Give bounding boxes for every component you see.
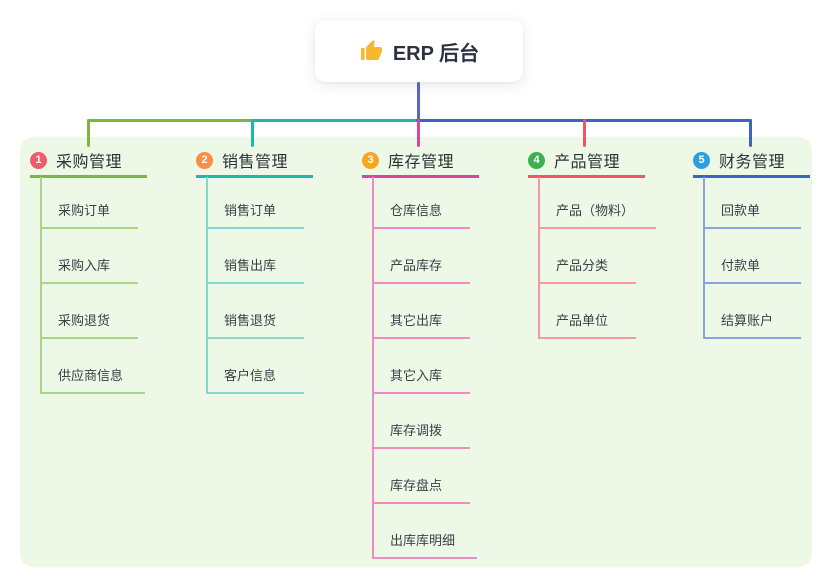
child-node[interactable]: 结算账户 bbox=[703, 311, 801, 339]
branch-underline bbox=[362, 175, 479, 178]
branch-drop-2 bbox=[251, 119, 254, 147]
children-spine bbox=[703, 177, 705, 339]
children-spine bbox=[372, 177, 374, 559]
child-node[interactable]: 销售退货 bbox=[206, 311, 304, 339]
branch-drop-5 bbox=[749, 119, 752, 147]
root-node[interactable]: ERP 后台 bbox=[315, 20, 523, 82]
branch-title: 财务管理 bbox=[719, 154, 786, 171]
child-node[interactable]: 采购退货 bbox=[40, 311, 138, 339]
branch-number-badge: 4 bbox=[528, 151, 545, 169]
branch-underline bbox=[30, 175, 147, 178]
branch-drop-4 bbox=[583, 119, 586, 147]
child-node[interactable]: 销售出库 bbox=[206, 256, 304, 284]
children-spine bbox=[40, 177, 42, 394]
bus-connector-middle bbox=[251, 119, 419, 122]
branch-underline bbox=[528, 175, 645, 178]
child-node[interactable]: 产品（物料） bbox=[538, 201, 657, 229]
root-label: ERP 后台 bbox=[392, 42, 480, 65]
child-node[interactable]: 出库库明细 bbox=[372, 531, 478, 559]
branch-title: 销售管理 bbox=[222, 154, 289, 171]
branch-node-purchase[interactable]: 1 采购管理 bbox=[30, 147, 122, 173]
child-node[interactable]: 回款单 bbox=[703, 201, 801, 229]
branch-node-product[interactable]: 4 产品管理 bbox=[528, 147, 620, 173]
child-node[interactable]: 其它入库 bbox=[372, 366, 470, 394]
branch-title: 库存管理 bbox=[388, 154, 455, 171]
branch-underline bbox=[693, 175, 810, 178]
branch-node-inventory[interactable]: 3 库存管理 bbox=[362, 147, 454, 173]
branch-number-badge: 5 bbox=[693, 151, 710, 169]
child-node[interactable]: 产品单位 bbox=[538, 311, 636, 339]
child-node[interactable]: 付款单 bbox=[703, 256, 801, 284]
child-node[interactable]: 采购订单 bbox=[40, 201, 138, 229]
child-node[interactable]: 其它出库 bbox=[372, 311, 470, 339]
branch-number-badge: 3 bbox=[362, 151, 379, 169]
branch-title: 产品管理 bbox=[554, 154, 621, 171]
children-spine bbox=[538, 177, 540, 339]
root-connector bbox=[417, 82, 420, 120]
branch-number-badge: 1 bbox=[30, 151, 47, 169]
child-node[interactable]: 供应商信息 bbox=[40, 366, 146, 394]
child-node[interactable]: 仓库信息 bbox=[372, 201, 470, 229]
branch-number-badge: 2 bbox=[196, 151, 213, 169]
child-node[interactable]: 客户信息 bbox=[206, 366, 304, 394]
children-spine bbox=[206, 177, 208, 394]
child-node[interactable]: 销售订单 bbox=[206, 201, 304, 229]
branch-drop-1 bbox=[87, 119, 90, 147]
child-node[interactable]: 产品分类 bbox=[538, 256, 636, 284]
child-node[interactable]: 采购入库 bbox=[40, 256, 138, 284]
branch-title: 采购管理 bbox=[56, 154, 123, 171]
branch-drop-3 bbox=[417, 119, 420, 147]
bus-connector-left bbox=[87, 119, 253, 122]
branch-underline bbox=[196, 175, 313, 178]
child-node[interactable]: 产品库存 bbox=[372, 256, 470, 284]
branch-node-sales[interactable]: 2 销售管理 bbox=[196, 147, 288, 173]
thumbs-up-icon bbox=[359, 39, 383, 63]
branch-node-finance[interactable]: 5 财务管理 bbox=[693, 147, 785, 173]
child-node[interactable]: 库存调拨 bbox=[372, 421, 470, 449]
branches-panel bbox=[20, 137, 812, 567]
child-node[interactable]: 库存盘点 bbox=[372, 476, 470, 504]
